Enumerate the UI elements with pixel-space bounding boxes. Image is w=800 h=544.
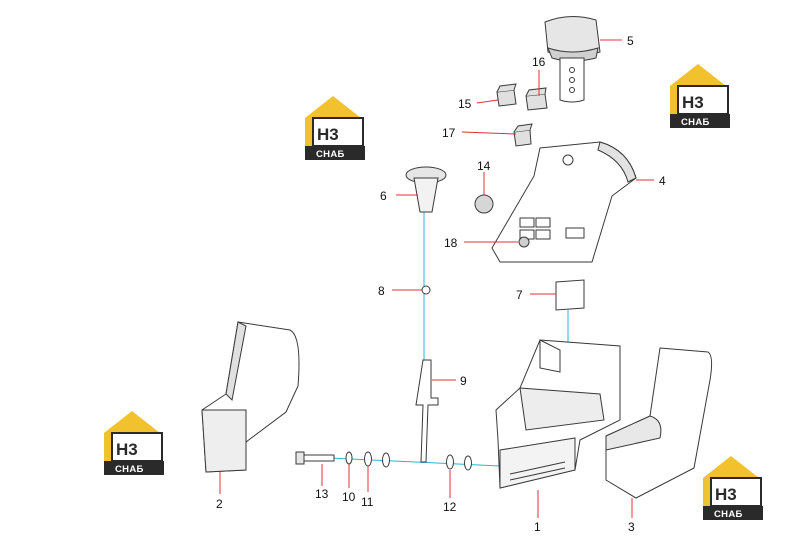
callout-11: 11 (361, 495, 374, 509)
leader-lines (219, 39, 654, 518)
part-8-nut (421, 285, 431, 295)
logo-watermark-1: H3 СНАБ (304, 95, 366, 161)
logo-watermark-2: H3 СНАБ (669, 63, 731, 129)
callout-4: 4 (659, 174, 666, 188)
logo-text-snab: СНАБ (115, 464, 144, 475)
part-12-washer (446, 454, 472, 471)
callout-12: 12 (443, 500, 457, 514)
logo-text-snab: СНАБ (316, 149, 345, 160)
callout-10: 10 (342, 490, 356, 504)
logo-text-snab: СНАБ (714, 509, 743, 520)
callout-5: 5 (627, 34, 634, 48)
part-14-plug (474, 194, 494, 214)
callout-15: 15 (458, 97, 472, 111)
part-7-bracket (555, 279, 585, 311)
part-9-shift-lever (415, 359, 439, 463)
callout-3: 3 (628, 520, 635, 534)
callout-7: 7 (516, 288, 523, 302)
callout-6: 6 (380, 189, 387, 203)
callout-17: 17 (442, 126, 456, 140)
logo-text-h3: H3 (682, 93, 704, 112)
part-13-bolt (295, 451, 335, 465)
callout-2: 2 (216, 497, 223, 511)
callout-9: 9 (460, 374, 467, 388)
part-5-shift-knob (544, 16, 601, 103)
logo-text-h3: H3 (715, 485, 737, 504)
logo-text-h3: H3 (116, 440, 138, 459)
callout-13: 13 (315, 487, 329, 501)
part-6-lever-knob (405, 166, 447, 213)
part-10-washer (345, 451, 353, 465)
part-11-washer (364, 451, 390, 468)
callout-16: 16 (532, 55, 546, 69)
logo-watermark-4: H3 СНАБ (702, 455, 764, 521)
part-1-lever-base (495, 339, 621, 489)
callout-14: 14 (477, 159, 491, 173)
logo-watermark-3: H3 СНАБ (103, 410, 165, 476)
part-4-console-cover (491, 141, 637, 263)
part-16-switch (525, 87, 548, 111)
part-3-right-trim-cover (605, 347, 713, 499)
part-2-left-trim-cover (201, 321, 300, 473)
part-15-switch (496, 83, 517, 107)
logo-text-h3: H3 (317, 125, 339, 144)
part-17-switch (513, 123, 533, 147)
callout-1: 1 (534, 520, 541, 534)
logo-text-snab: СНАБ (681, 117, 710, 128)
callout-8: 8 (378, 284, 385, 298)
callout-18: 18 (444, 236, 458, 250)
